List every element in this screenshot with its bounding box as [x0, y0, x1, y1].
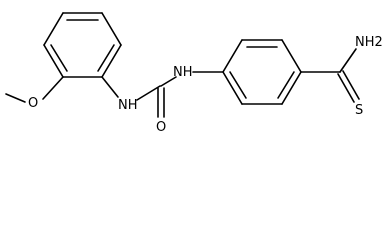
urea-nh-right-label: NH [173, 65, 193, 80]
bond [281, 71, 302, 105]
bond-c-to-nh2 [339, 48, 357, 73]
amide-nitrogen-label: NH2 [355, 35, 383, 50]
bond [101, 12, 122, 46]
bond-carbonyl-to-nh [160, 76, 177, 87]
phenylene-ring [222, 39, 302, 105]
urea-oxygen-label: O [156, 120, 166, 135]
bond-ether-o-to-methyl [5, 93, 26, 103]
bond [281, 39, 302, 73]
bond [222, 39, 243, 73]
double-bond-inner [97, 44, 115, 72]
bond-nh-to-carbonyl [136, 85, 161, 101]
bond [222, 71, 243, 105]
thio-sulfur-label: S [355, 103, 363, 118]
methoxyphenyl-ring [43, 12, 122, 78]
double-bond-inner [277, 71, 295, 99]
bond [43, 12, 64, 46]
double-bond-inner [50, 44, 68, 72]
bond [43, 44, 64, 78]
bond-c-s-double [342, 70, 360, 100]
bond [101, 44, 122, 78]
ether-oxygen-label: O [28, 96, 38, 111]
urea-nh-left-label: NH [118, 98, 138, 113]
double-bond-inner [229, 71, 247, 99]
bond-ring-to-nh [101, 76, 119, 98]
bond-ring-to-ether-o [42, 76, 64, 100]
molecule-structure: O NH O NH NH2 S [5, 12, 383, 135]
bond-c-s [337, 73, 355, 103]
